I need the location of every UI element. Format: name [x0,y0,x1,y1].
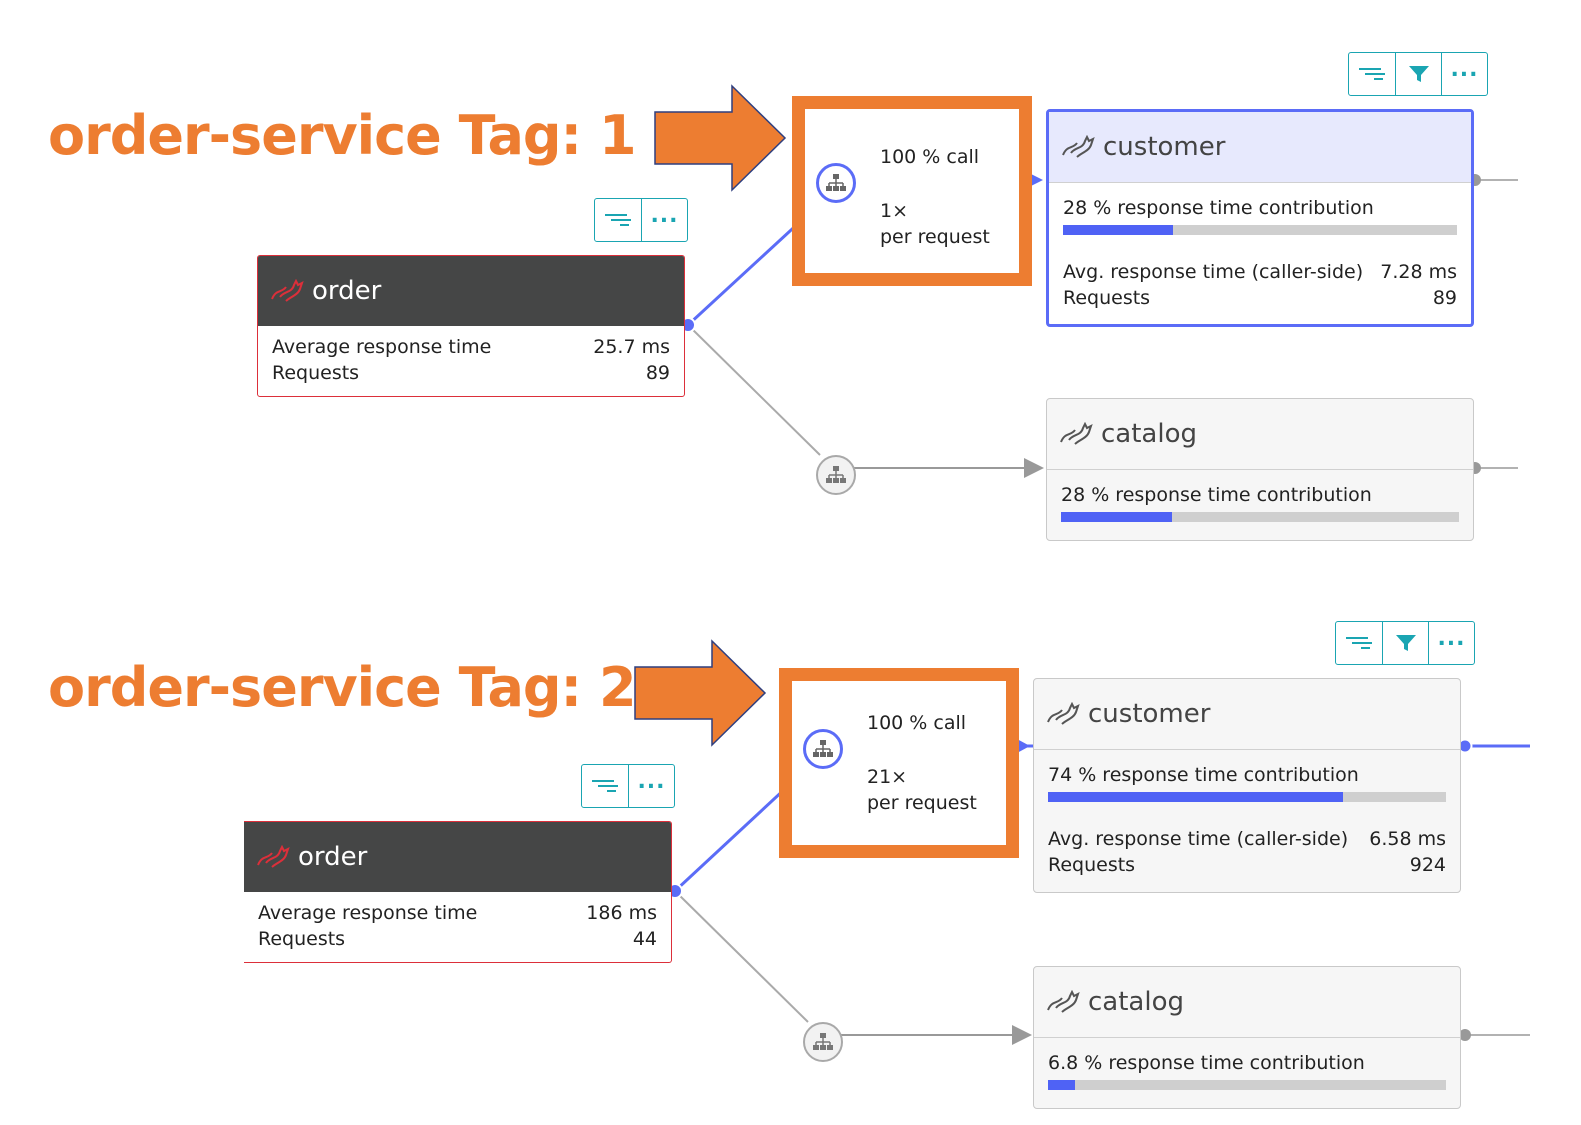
more-button[interactable]: ... [641,199,687,241]
call-percentage: 100 % call [880,146,980,168]
customer-toolbar: ... [1348,52,1488,96]
contribution-label: 28 % response time contribution [1063,197,1374,219]
more-button[interactable]: ... [628,765,674,807]
hierarchy-icon [826,174,846,191]
connection-node[interactable] [816,163,856,203]
customer-card-header: customer [1049,112,1471,183]
filter-icon [1395,635,1416,651]
orange-arrow-2 [634,639,767,747]
tomcat-icon [1047,990,1080,1013]
call-multiplier: 21× [867,766,908,788]
customer-card-header: customer [1034,679,1460,750]
section-title: order-service Tag: 1 [48,104,637,167]
call-per-request: per request [867,792,977,814]
tomcat-icon [1060,422,1093,445]
connection-node[interactable] [816,455,856,495]
hierarchy-icon [813,1033,833,1050]
call-highlight-box [779,668,1019,858]
orange-arrow-1 [654,84,787,192]
waterfall-button[interactable] [1349,53,1395,95]
filter-icon [1408,66,1429,82]
customer-toolbar: ... [1335,621,1475,665]
contribution-label: 6.8 % response time contribution [1048,1052,1365,1074]
service-name: customer [1103,132,1226,162]
waterfall-button[interactable] [595,199,641,241]
waterfall-icon [592,780,618,792]
tomcat-icon [257,845,290,868]
call-percentage: 100 % call [867,712,967,734]
section-title: order-service Tag: 2 [48,656,637,719]
connection-node[interactable] [803,1022,843,1062]
customer-service-card[interactable]: customer 28 % response time contribution… [1046,109,1474,327]
customer-service-card[interactable]: customer 74 % response time contribution… [1033,678,1461,893]
connection-node[interactable] [803,729,843,769]
edge-order-to-catalog-1 [687,324,821,456]
service-name: order [312,276,382,306]
waterfall-icon [1346,637,1372,649]
contribution-bar [1061,512,1459,522]
more-button[interactable]: ... [1428,622,1474,664]
more-icon: ... [1437,626,1466,651]
contribution-label: 28 % response time contribution [1061,484,1372,506]
waterfall-icon [605,214,631,226]
contribution-bar [1048,792,1446,802]
call-multiplier: 1× [880,200,909,222]
waterfall-button[interactable] [582,765,628,807]
hierarchy-icon [826,466,846,483]
more-icon: ... [1450,57,1479,82]
catalog-service-card[interactable]: catalog 6.8 % response time contribution [1033,966,1461,1109]
tomcat-icon [1047,702,1080,725]
tomcat-icon [1062,135,1095,158]
avg-response-row: Avg. response time (caller-side)7.28 ms [1063,261,1457,283]
order-toolbar: ... [594,198,688,242]
hierarchy-icon [813,740,833,757]
contribution-bar [1063,225,1457,235]
catalog-service-card[interactable]: catalog 28 % response time contribution [1046,398,1474,541]
contribution-bar [1048,1080,1446,1090]
waterfall-icon [1359,68,1385,80]
service-name: order [298,842,368,872]
service-name: customer [1088,699,1211,729]
catalog-card-header: catalog [1034,967,1460,1038]
order-card-header: order [244,822,671,892]
order-toolbar: ... [581,764,675,808]
edge-order-to-catalog-2 [674,890,809,1023]
more-icon: ... [637,769,666,794]
catalog-card-header: catalog [1047,399,1473,470]
waterfall-button[interactable] [1336,622,1382,664]
order-card-header: order [258,256,684,326]
contribution-label: 74 % response time contribution [1048,764,1359,786]
more-button[interactable]: ... [1441,53,1487,95]
service-name: catalog [1101,419,1197,449]
filter-button[interactable] [1395,53,1441,95]
avg-response-row: Avg. response time (caller-side)6.58 ms [1048,828,1446,850]
call-per-request: per request [880,226,990,248]
service-name: catalog [1088,987,1184,1017]
call-highlight-box [792,96,1032,286]
tomcat-icon [271,279,304,302]
filter-button[interactable] [1382,622,1428,664]
more-icon: ... [650,203,679,228]
